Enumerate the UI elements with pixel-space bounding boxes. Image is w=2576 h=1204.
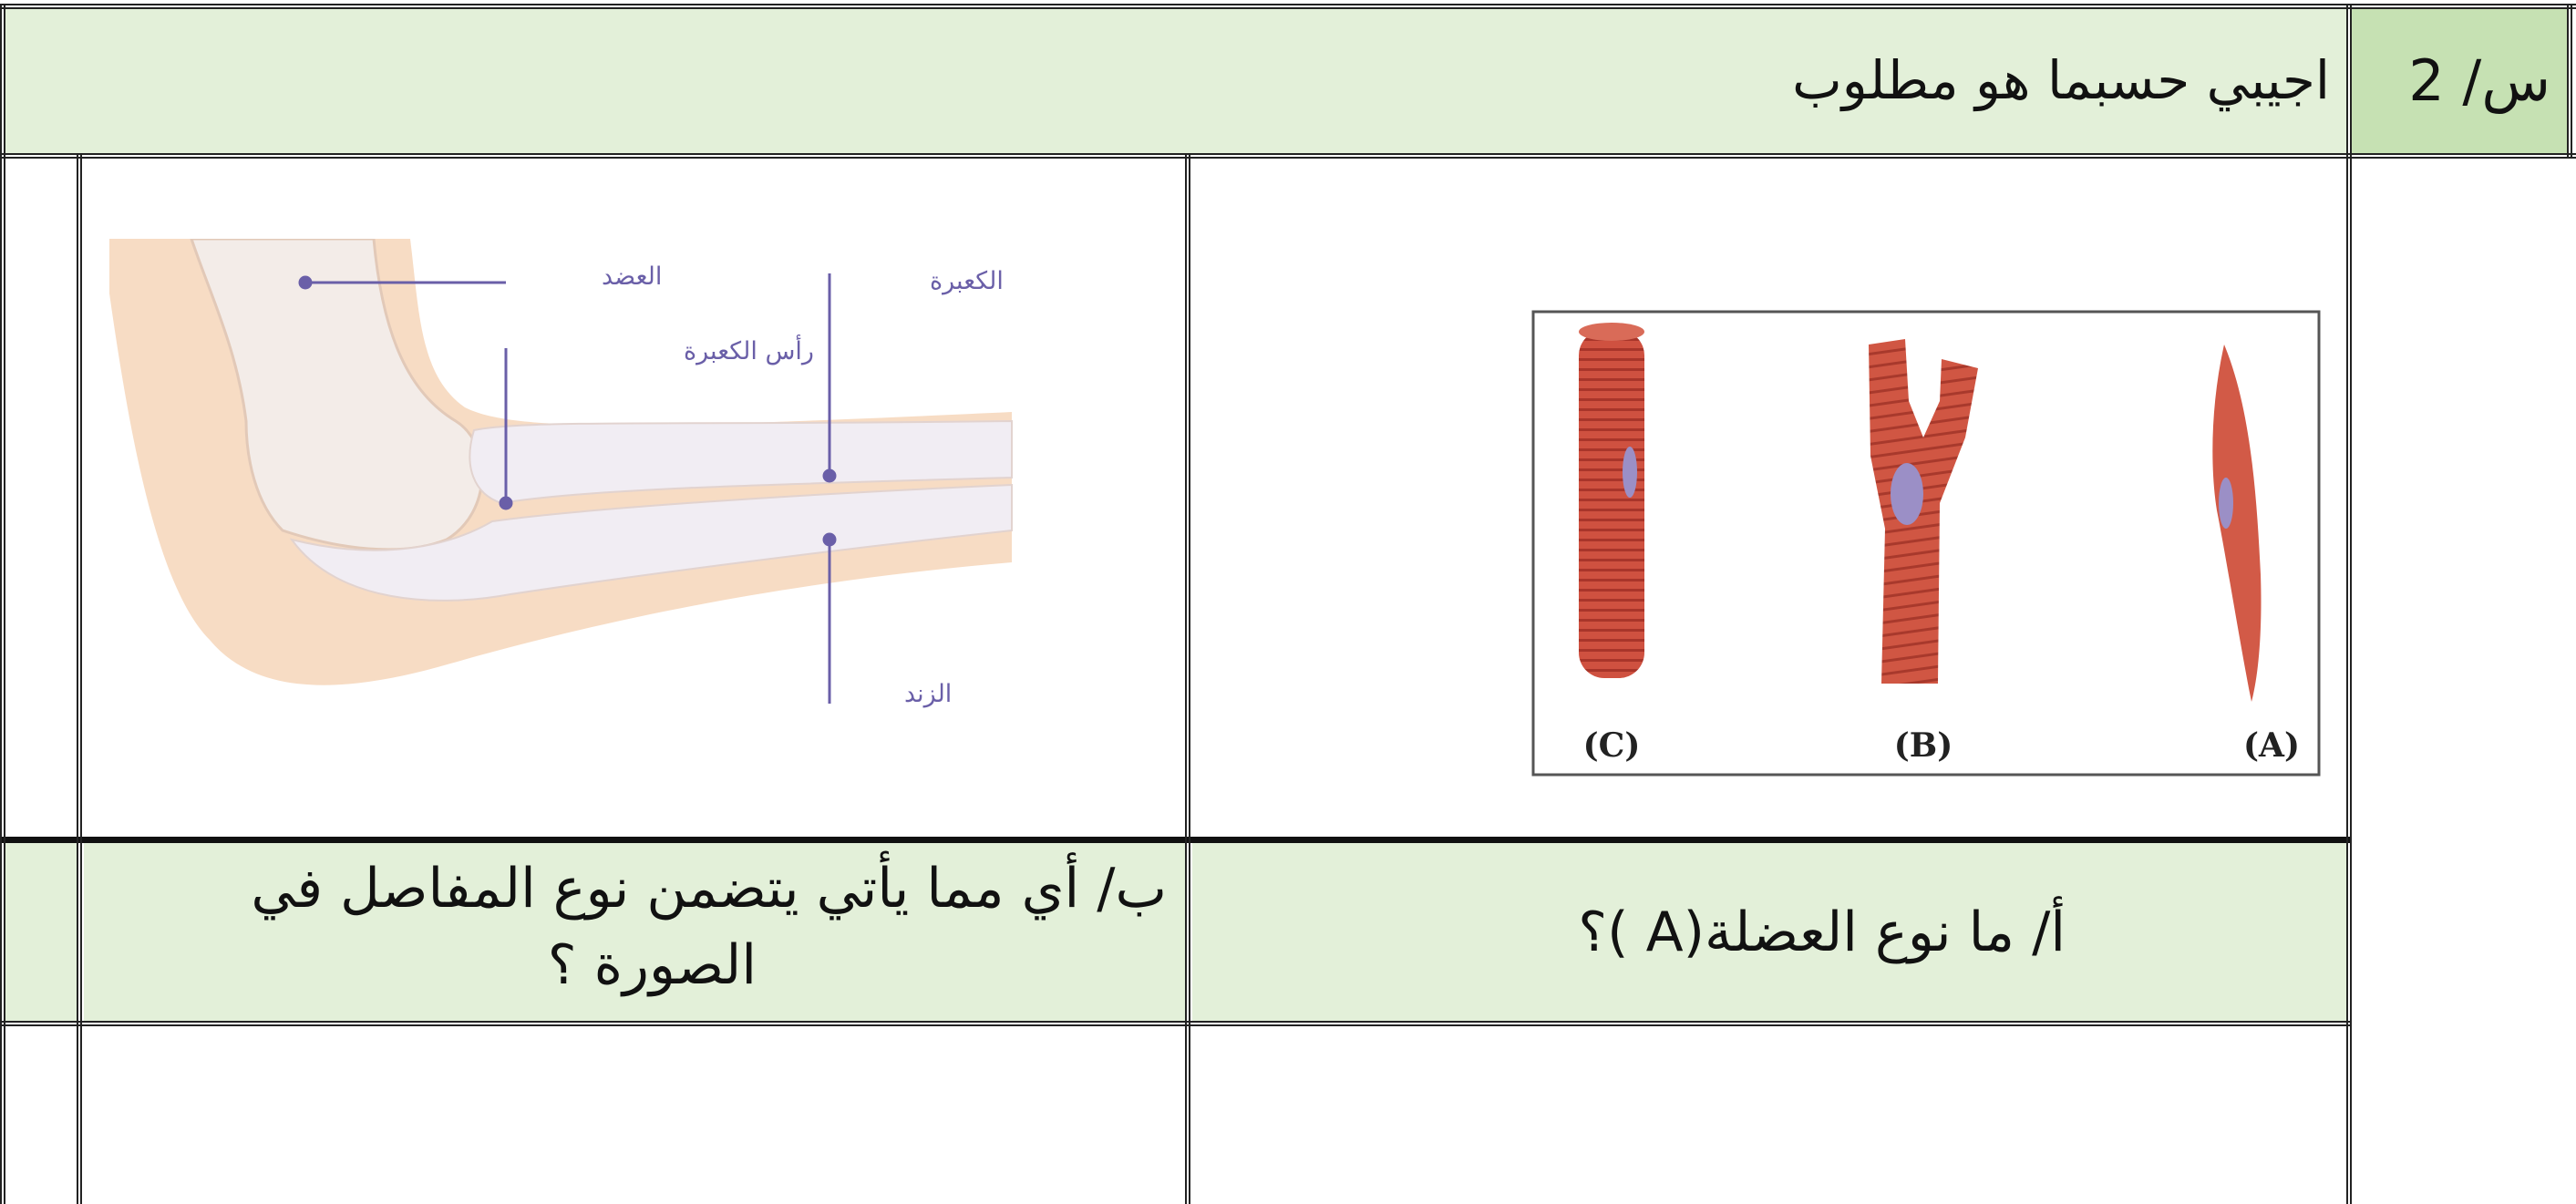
question-number: س/ 2 xyxy=(2408,47,2550,114)
answer-b-field[interactable] xyxy=(84,1028,1185,1204)
question-a-text: أ/ ما نوع العضلة(A )؟ xyxy=(1578,900,2066,964)
instruction-text: اجيبي حسبما هو مطلوب xyxy=(1792,49,2330,111)
label-a: (A) xyxy=(2243,726,2300,765)
label-b: (B) xyxy=(1894,726,1953,765)
question-b-line1: ب/ أي مما يأتي يتضمن نوع المفاصل في xyxy=(251,857,1167,921)
label-c: (C) xyxy=(1583,726,1641,765)
label-humerus: العضد xyxy=(602,262,662,291)
elbow-joint-figure: العضد الكعبرة رأس الكعبرة الزند xyxy=(109,239,1021,722)
label-radius: الكعبرة xyxy=(930,267,1004,295)
answer-a-field[interactable] xyxy=(1192,1028,2346,1204)
label-ulna: الزند xyxy=(904,680,952,708)
question-b-line2: الصورة ؟ xyxy=(548,933,757,997)
skeletal-muscle-fiber xyxy=(1579,323,1644,678)
label-radius-head: رأس الكعبرة xyxy=(684,334,814,365)
muscle-types-figure: (C) (B) (A) xyxy=(1531,301,2324,784)
left-margin-green xyxy=(5,842,77,1021)
